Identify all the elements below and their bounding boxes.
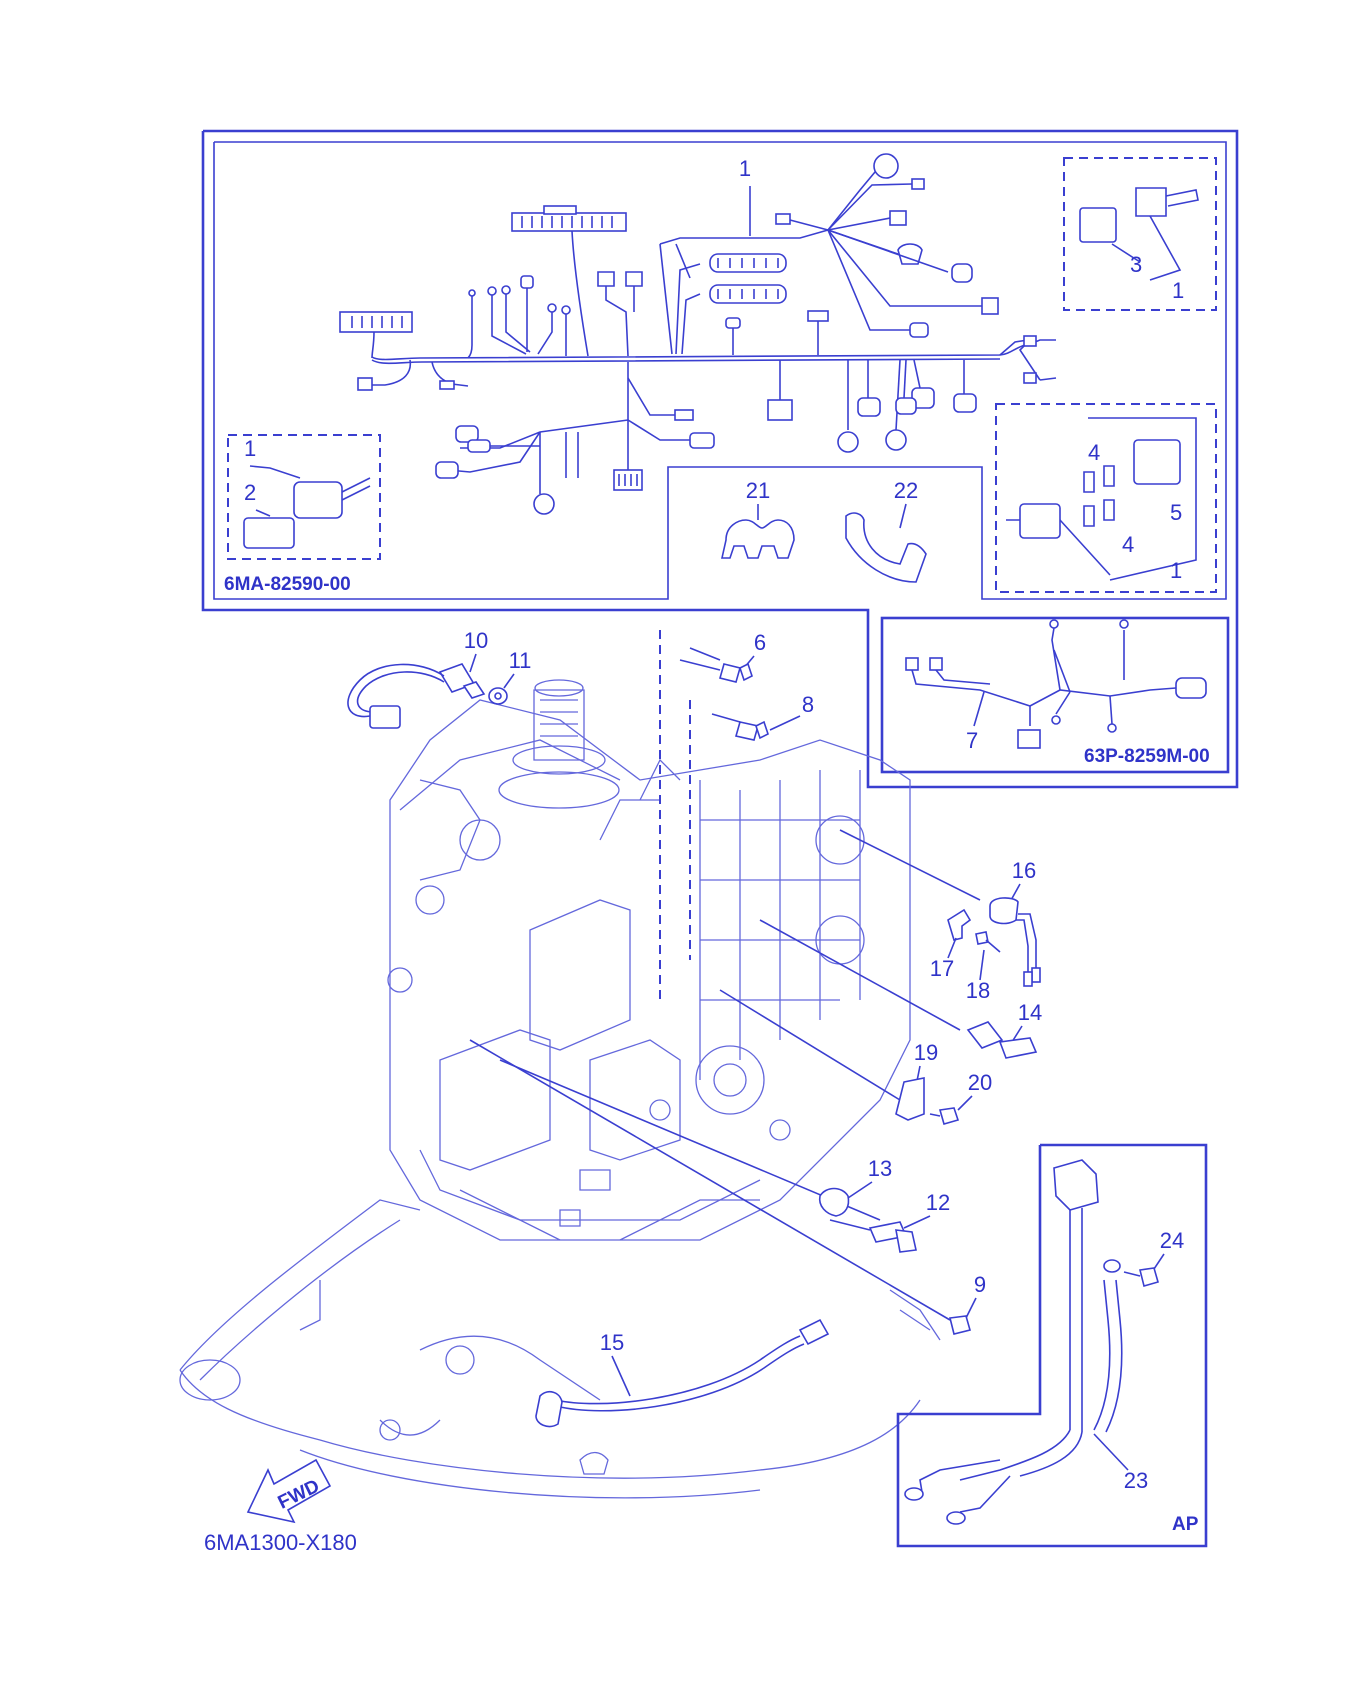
callout-23: 23	[1124, 1468, 1148, 1493]
callout-17: 17	[930, 956, 954, 981]
part-12-13: 13 12	[499, 1059, 950, 1253]
callout-5: 5	[1170, 500, 1182, 525]
callout-8: 8	[802, 692, 814, 717]
connector-kit-c: 4 5 4 1	[995, 403, 1217, 593]
callout-7: 7	[966, 728, 978, 753]
callout-10: 10	[464, 628, 488, 653]
part-6-bolt: 6	[659, 630, 766, 1000]
engine-block	[387, 679, 911, 1241]
callout-18: 18	[966, 978, 990, 1003]
callout-2: 2	[244, 480, 256, 505]
kit-code-main: 6MA-82590-00	[224, 574, 351, 595]
part-16-sensor: 16	[839, 829, 1041, 987]
part-9-bolt: 9	[469, 1039, 986, 1341]
diagram-code: 6MA1300-X180	[204, 1530, 357, 1555]
connector-kit-a: 3 1	[1063, 157, 1217, 311]
callout-1-kit-c: 1	[1170, 558, 1182, 583]
callout-3: 3	[1130, 252, 1142, 277]
callout-24: 24	[1160, 1228, 1184, 1253]
callout-9: 9	[974, 1272, 986, 1297]
ap-label: AP	[1172, 1514, 1199, 1535]
clamps: 21 22	[721, 478, 927, 583]
fwd-arrow-icon: FWD	[246, 1458, 332, 1524]
part-8-bolt: 8	[689, 692, 814, 960]
callout-1-kit-a: 1	[1172, 278, 1184, 303]
sub-harness: 7 63P-8259M-00	[880, 616, 1230, 774]
main-wiring-harness: 1	[339, 153, 1057, 515]
ap-box: AP 24 23	[896, 1143, 1208, 1548]
callout-22: 22	[894, 478, 918, 503]
lower-cowling	[179, 1199, 921, 1499]
part-19-20: 19 20	[719, 989, 992, 1125]
part-15-harness: 15	[535, 1318, 830, 1428]
callout-16: 16	[1012, 858, 1036, 883]
callout-15: 15	[600, 1330, 624, 1355]
kit-code-sub: 63P-8259M-00	[1084, 746, 1210, 767]
connector-kit-b: 1 2 6MA-82590-00	[224, 434, 381, 595]
callout-13: 13	[868, 1156, 892, 1181]
callout-12: 12	[926, 1190, 950, 1215]
part-17-18: 17 18	[930, 908, 1001, 1003]
callout-20: 20	[968, 1070, 992, 1095]
part-10-sensor: 10	[347, 628, 488, 729]
part-14-sensor: 14	[759, 919, 1042, 1059]
callout-4a: 4	[1088, 440, 1100, 465]
callout-14: 14	[1018, 1000, 1042, 1025]
callout-1-kit-b: 1	[244, 436, 256, 461]
callout-4b: 4	[1122, 532, 1134, 557]
callout-19: 19	[914, 1040, 938, 1065]
callout-11: 11	[509, 648, 532, 673]
callout-6: 6	[754, 630, 766, 655]
callout-21: 21	[746, 478, 770, 503]
callout-1-harness: 1	[739, 156, 751, 181]
part-11-washer: 11	[488, 648, 532, 705]
harness-frame	[201, 129, 1239, 789]
